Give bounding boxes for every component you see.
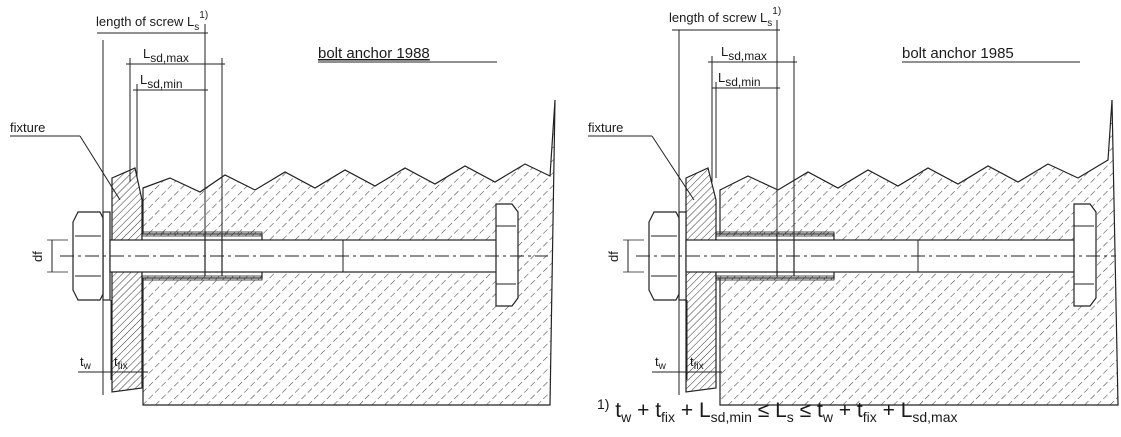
left-title: bolt anchor 1988	[318, 45, 430, 62]
formula-sub: s	[786, 409, 794, 426]
left-lsd-min-label: Lsd,min	[140, 72, 183, 91]
footnote-marker: 1)	[597, 396, 610, 412]
right-lsd-max-label: Lsd,max	[721, 44, 767, 63]
right-df-label: df	[606, 251, 621, 262]
right-lsd-min-label: Lsd,min	[718, 70, 761, 89]
right-title: bolt anchor 1985	[902, 45, 1014, 62]
formula-op: +	[631, 399, 656, 422]
formula-op: +	[876, 399, 901, 422]
left-anchor-drawing: df length of screw Ls1) Lsd,max Lsd,min …	[10, 10, 556, 406]
formula-sub: w	[621, 409, 632, 426]
formula-term: t	[817, 399, 823, 422]
formula-sub: w	[822, 409, 833, 426]
formula-sub: fix	[862, 409, 877, 426]
left-lsd-max-label: Lsd,max	[143, 46, 189, 65]
right-length-of-screw-label: length of screw Ls1)	[669, 6, 781, 29]
formula-op: +	[675, 399, 699, 422]
formula-sub: fix	[661, 409, 676, 426]
formula-op: ≤	[793, 399, 817, 422]
right-fixture-label: fixture	[588, 120, 623, 135]
left-df-label: df	[30, 251, 45, 262]
formula-term: L	[775, 399, 787, 422]
right-tw-label: tw	[655, 354, 667, 372]
right-expansion-nut	[1073, 203, 1097, 307]
formula-op: +	[832, 399, 857, 422]
left-fixture-label: fixture	[10, 120, 45, 135]
formula-sub: sd,min	[710, 409, 752, 426]
formula-sub: sd,max	[912, 409, 958, 426]
formula-term: L	[698, 399, 711, 422]
formula-term: t	[615, 399, 622, 422]
left-tfix-label: tfix	[114, 354, 128, 372]
formula-op: ≤	[751, 399, 776, 422]
formula-term: t	[856, 399, 863, 422]
formula-term: t	[655, 399, 662, 422]
left-tw-label: tw	[80, 354, 92, 372]
right-fixture	[685, 167, 717, 393]
right-anchor-drawing: df length of screw Ls1) Lsd,max Lsd,min …	[588, 6, 1119, 406]
footnote-formula: 1) tw + tfix + Lsd,min ≤ Ls ≤ tw + tfix …	[597, 384, 1117, 426]
left-length-of-screw-label: length of screw Ls1)	[96, 10, 208, 33]
left-expansion-nut	[495, 203, 519, 307]
left-fixture	[111, 167, 143, 393]
formula-term: L	[900, 399, 913, 422]
right-tfix-label: tfix	[690, 354, 704, 372]
